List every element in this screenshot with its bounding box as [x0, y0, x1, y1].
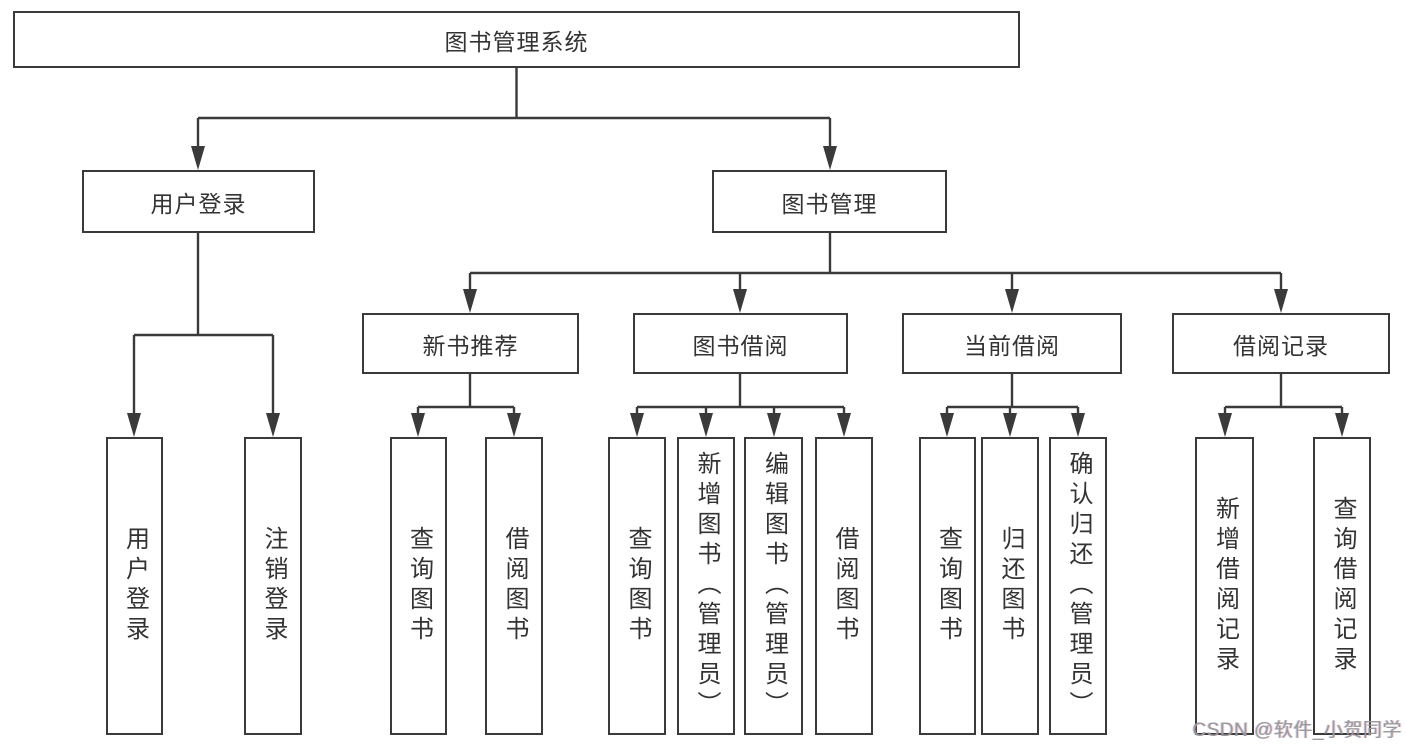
- connector-paths: [132, 68, 1344, 426]
- node-borrow-records: 借阅记录: [1172, 313, 1390, 374]
- leaf-add-book-admin: 新增图书（管理员）: [677, 437, 735, 735]
- arrowheads: [127, 146, 1349, 437]
- leaf-add-borrow-record: 新增借阅记录: [1195, 437, 1254, 735]
- leaf-return-book: 归还图书: [981, 437, 1039, 735]
- node-book-borrow: 图书借阅: [633, 313, 848, 374]
- leaf-user-login: 用户登录: [106, 437, 163, 735]
- node-current-borrow: 当前借阅: [902, 313, 1122, 374]
- leaf-query-books-borrow: 查询图书: [608, 437, 666, 735]
- watermark: CSDN @软件_小贺同学: [1192, 720, 1402, 741]
- leaf-query-books-current: 查询图书: [919, 437, 976, 735]
- leaf-borrow-books-borrow: 借阅图书: [815, 437, 873, 735]
- leaf-edit-book-admin: 编辑图书（管理员）: [744, 437, 803, 735]
- node-new-book-recommend: 新书推荐: [362, 313, 579, 374]
- node-user-login: 用户登录: [82, 170, 315, 233]
- leaf-query-borrow-record: 查询借阅记录: [1313, 437, 1371, 735]
- node-root: 图书管理系统: [13, 11, 1020, 68]
- leaf-query-books-recommend: 查询图书: [390, 437, 447, 735]
- leaf-confirm-return-admin: 确认归还（管理员）: [1049, 437, 1107, 735]
- leaf-logout: 注销登录: [244, 437, 302, 735]
- leaf-borrow-books-recommend: 借阅图书: [485, 437, 543, 735]
- node-book-management: 图书管理: [712, 170, 947, 233]
